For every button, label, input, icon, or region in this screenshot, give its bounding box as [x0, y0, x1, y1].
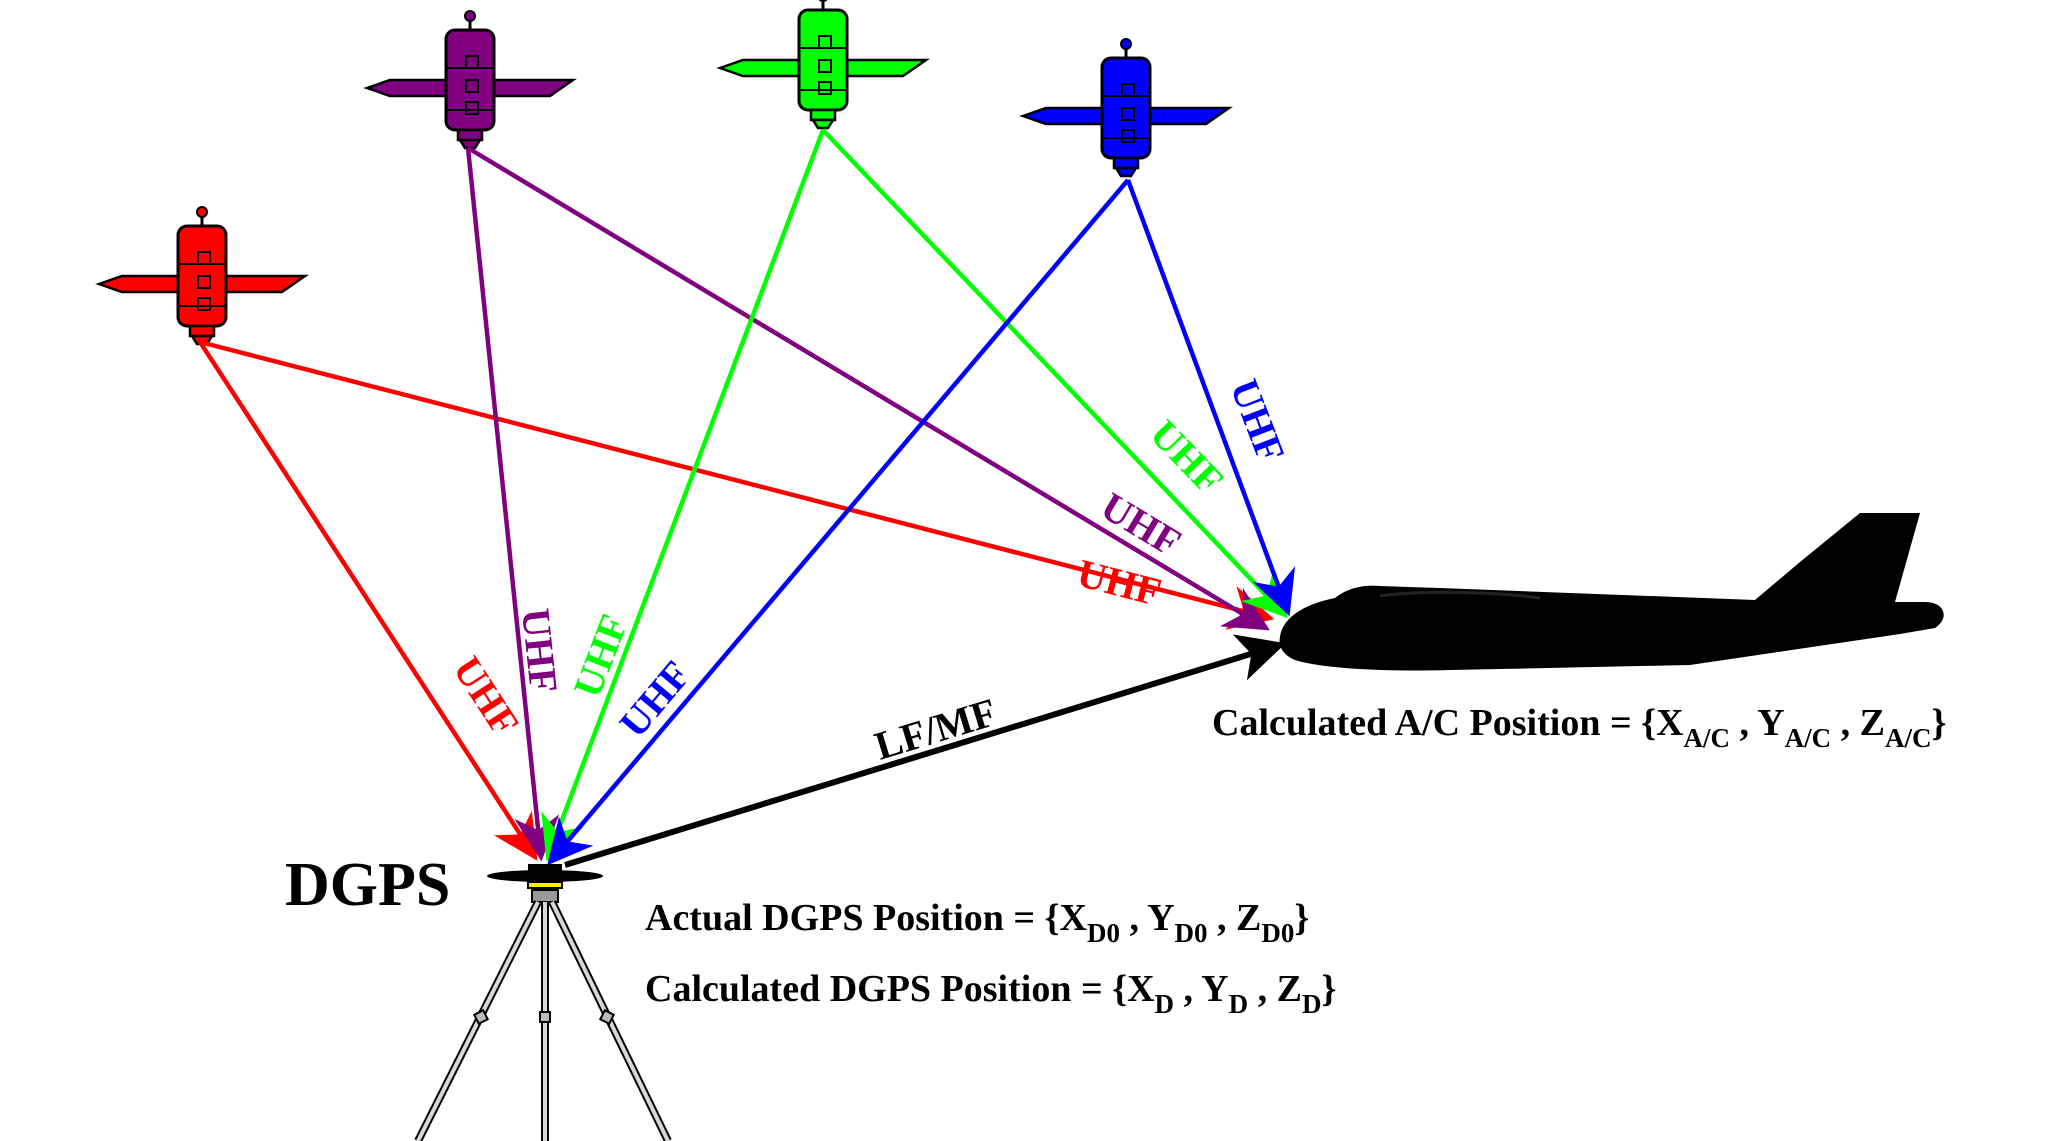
green-uhf-to-dgps [541, 129, 826, 862]
dgps-tripod-icon [414, 864, 672, 1141]
blue-uhf-to-aircraft [1125, 179, 1296, 617]
satellite-blue [1021, 37, 1231, 178]
blue-uhf-to-dgps [547, 178, 1130, 866]
purple-uhf-to-aircraft [466, 146, 1270, 631]
aircraft-position-label: Calculated A/C Position = {XA/C , YA/C ,… [1212, 702, 1946, 753]
red-uhf-to-dgps [198, 340, 538, 861]
calculated-dgps-position-label: Calculated DGPS Position = {XD , YD , ZD… [645, 968, 1336, 1019]
actual-dgps-position-label: Actual DGPS Position = {XD0 , YD0 , ZD0} [645, 897, 1309, 948]
uhf-label-red-dgps: UHF [444, 648, 528, 743]
uhf-label-blue-aircraft: UHF [1222, 373, 1294, 468]
lfmf-label: LF/MF [869, 689, 1001, 768]
satellite-red [97, 205, 307, 346]
satellite-green [718, 0, 928, 130]
aircraft-icon [1279, 513, 1944, 671]
purple-uhf-to-dgps [465, 147, 560, 862]
satellite-purple [365, 9, 575, 150]
red-uhf-to-aircraft [199, 339, 1275, 630]
uhf-label-purple-dgps: UHF [513, 606, 567, 695]
lfmf-link [564, 634, 1286, 868]
dgps-station-label: DGPS [285, 851, 450, 919]
green-uhf-to-aircraft [821, 128, 1289, 619]
